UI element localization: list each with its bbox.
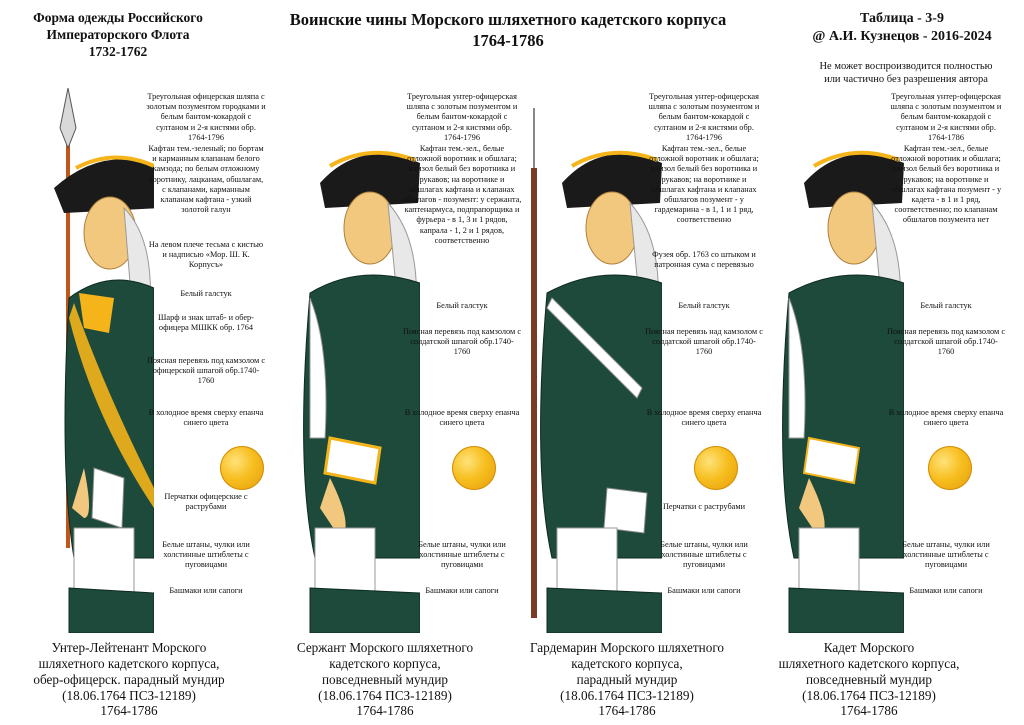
note-kaftan: Кафтан тем.-зеленый; по бортам и карманн…: [148, 144, 264, 215]
cloak-color-swatch: [928, 446, 972, 490]
note-tie: Белый галстук: [920, 301, 972, 310]
figure-unter-lieutenant: [54, 88, 154, 633]
note-musket: Фузея обр. 1763 со штыком и патронная су…: [652, 250, 756, 270]
table-number: Таблица - 3-9: [860, 11, 944, 26]
caption-line: повседневный мундир: [322, 671, 448, 687]
note-sword-belt: Поясная перевязь под камзолом с солдатск…: [402, 327, 522, 357]
caption-cadet: Кадет Морского шляхетного кадетского кор…: [744, 640, 994, 719]
spontoon-blade: [59, 88, 77, 150]
sash: [69, 303, 154, 508]
note-cloak: В холодное время сверху епанча синего цв…: [148, 408, 264, 428]
note-cloak: В холодное время сверху епанча синего цв…: [404, 408, 520, 428]
note-tie: Белый галстук: [180, 289, 232, 298]
note-breeches: Белые штаны, чулки или холстинные штибле…: [660, 540, 748, 570]
header-right-table-number: Таблица - 3-9 @ А.И. Кузнецов - 2016-202…: [792, 10, 1012, 45]
copyright: @ А.И. Кузнецов - 2016-2024: [812, 28, 992, 44]
note-gloves: Перчатки офицерские с раструбами: [164, 492, 248, 512]
note-breeches: Белые штаны, чулки или холстинные штибле…: [902, 540, 990, 570]
note-hat: Треугольная унтер-офицерская шляпа с зол…: [890, 92, 1002, 142]
note-shoes: Башмаки или сапоги: [667, 586, 741, 595]
note-gloves: Перчатки с раструбами: [662, 502, 746, 511]
glove: [603, 487, 648, 534]
note-hat: Треугольная унтер-офицерская шляпа с зол…: [406, 92, 518, 142]
caption-line: 1764-1786: [100, 703, 158, 719]
coat: [540, 274, 662, 559]
breeches: [73, 527, 135, 599]
note-kaftan: Кафтан тем.-зел., белые отложной воротни…: [890, 144, 1002, 225]
caption-line: 1764-1786: [598, 703, 656, 719]
caption-gardemarin: Гардемарин Морского шляхетного кадетског…: [502, 640, 752, 719]
nco-hat: [320, 154, 420, 208]
note-sword-belt: Поясная перевязь под камзолом с офицерск…: [146, 356, 266, 386]
caption-line: шляхетного кадетского корпуса,: [38, 655, 220, 671]
breeches: [556, 527, 618, 599]
cartridge-belt: [546, 297, 643, 399]
figure-cadet: [782, 150, 904, 633]
note-hat: Треугольная унтер-офицерская шляпа с зол…: [648, 92, 760, 142]
note-kaftan: Кафтан тем.-зел., белые отложной воротни…: [402, 144, 522, 245]
note-breeches: Белые штаны, чулки или холстинные штибле…: [162, 540, 250, 570]
header-left-line: Форма одежды Российского: [33, 10, 203, 25]
header-left-line: Императорского Флота: [46, 26, 190, 42]
nco-hat: [562, 154, 662, 208]
glove: [91, 467, 125, 529]
panel-cadet: Треугольная унтер-офицерская шляпа с зол…: [754, 88, 1005, 725]
note-hat: Треугольная офицерская шляпа с золотым п…: [146, 92, 266, 142]
panel-gardemarin: Треугольная унтер-офицерская шляпа с зол…: [512, 88, 763, 725]
figure-sergeant: [303, 150, 420, 633]
note-breeches: Белые штаны, чулки или холстинные штибле…: [418, 540, 506, 570]
caption-line: кадетского корпуса,: [571, 655, 683, 671]
caption-line: (18.06.1764 ПСЗ-12189): [318, 687, 452, 703]
page-title-line: Воинские чины Морского шляхетного кадетс…: [289, 10, 727, 29]
note-sash: Шарф и знак штаб- и обер-офицера МШКК об…: [158, 313, 254, 333]
copyright-note-line: или частично без разрешения автора: [824, 74, 988, 86]
caption-line: (18.06.1764 ПСЗ-12189): [802, 687, 936, 703]
caption-line: Гардемарин Морского шляхетного: [530, 640, 724, 655]
cuff: [323, 436, 382, 485]
figure-gardemarin: [531, 108, 662, 633]
note-shoes: Башмаки или сапоги: [909, 586, 983, 595]
header-left-title: Форма одежды Российского Императорского …: [18, 10, 218, 61]
caption-line: обер-офицерск. парадный мундир: [33, 671, 225, 687]
note-shoulder-cord: На левом плече тесьма с кистью и надпись…: [148, 240, 264, 270]
officer-hat: [54, 159, 154, 213]
caption-line: шляхетного кадетского корпуса,: [778, 655, 960, 671]
note-sword-belt: Поясная перевязь над камзолом с солдатск…: [645, 327, 763, 357]
caption-line: Кадет Морского: [823, 640, 915, 655]
officer-badge: [79, 293, 114, 333]
caption-sergeant: Сержант Морского шляхетного кадетского к…: [260, 640, 510, 719]
caption-line: 1764-1786: [356, 703, 414, 719]
caption-line: парадный мундир: [576, 671, 678, 687]
copyright-note-line: Не может воспроизводится полностью: [819, 61, 993, 72]
note-tie: Белый галстук: [436, 301, 488, 310]
page-title: Воинские чины Морского шляхетного кадетс…: [258, 10, 758, 51]
note-cloak: В холодное время сверху епанча синего цв…: [888, 408, 1004, 428]
caption-line: Унтер-Лейтенант Морского: [51, 640, 207, 655]
caption-line: 1764-1786: [840, 703, 898, 719]
note-sword-belt: Поясная перевязь под камзолом с солдатск…: [886, 327, 1006, 357]
note-kaftan: Кафтан тем.-зел., белые отложной воротни…: [649, 144, 759, 225]
header-left-line: 1732-1762: [88, 43, 148, 59]
note-tie: Белый галстук: [678, 301, 730, 310]
cloak-color-swatch: [220, 446, 264, 490]
breeches: [314, 527, 376, 599]
note-cloak: В холодное время сверху епанча синего цв…: [646, 408, 762, 428]
caption-line: (18.06.1764 ПСЗ-12189): [62, 687, 196, 703]
cuff: [802, 436, 861, 485]
note-shoes: Башмаки или сапоги: [425, 586, 499, 595]
copyright-note: Не может воспроизводится полностью или ч…: [806, 60, 1006, 86]
cloak-color-swatch: [694, 446, 738, 490]
note-shoes: Башмаки или сапоги: [169, 586, 243, 595]
caption-unter-lieutenant: Унтер-Лейтенант Морского шляхетного каде…: [4, 640, 254, 719]
caption-line: кадетского корпуса,: [329, 655, 441, 671]
caption-line: Сержант Морского шляхетного: [296, 640, 474, 655]
cloak-color-swatch: [452, 446, 496, 490]
breeches: [798, 527, 860, 599]
nco-hat: [804, 154, 904, 208]
caption-line: повседневный мундир: [806, 671, 932, 687]
panel-sergeant: Треугольная унтер-офицерская шляпа с зол…: [270, 88, 522, 725]
panel-unter-lieutenant: Треугольная офицерская шляпа с золотым п…: [14, 88, 266, 725]
caption-line: (18.06.1764 ПСЗ-12189): [560, 687, 694, 703]
page-title-line: 1764-1786: [472, 30, 544, 50]
